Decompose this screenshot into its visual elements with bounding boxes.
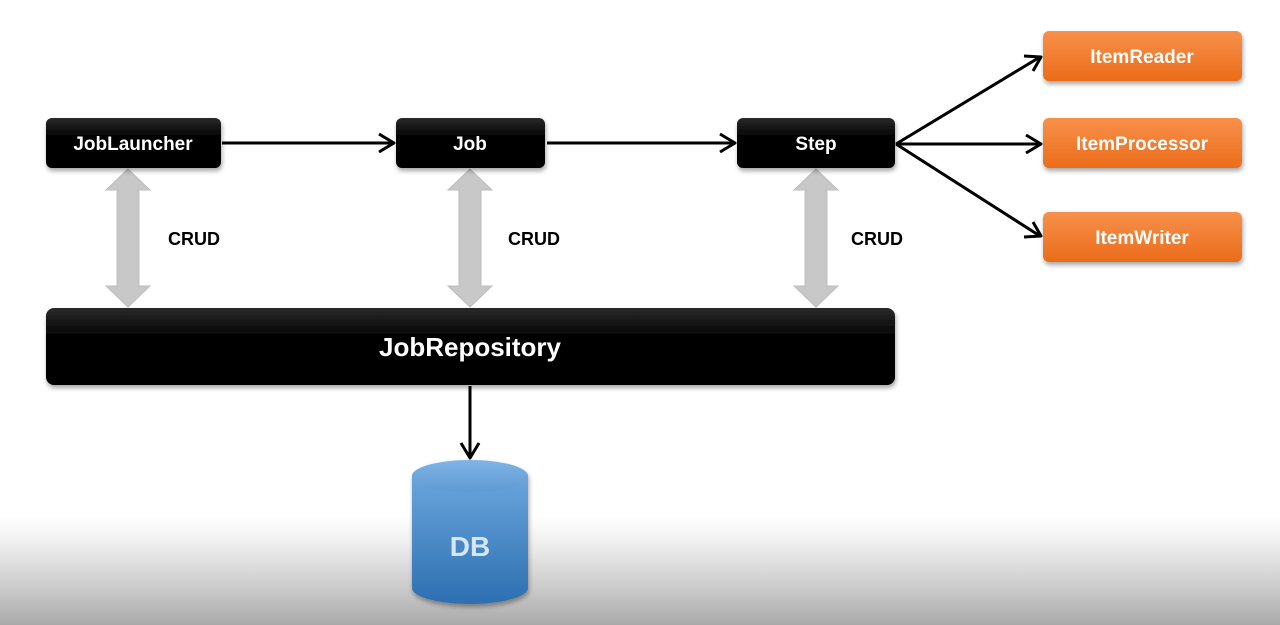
step-box <box>737 118 895 168</box>
db-node: DB <box>412 460 528 604</box>
arrow-step-to-writer <box>895 142 1041 238</box>
crud-label-job: CRUD <box>508 229 560 249</box>
arrow-repository-to-db-head <box>459 442 481 460</box>
arrow-job-to-step-head <box>719 132 737 154</box>
job-label: Job <box>453 134 487 155</box>
flow-arrows <box>222 54 1043 460</box>
job-launcher-node: JobLauncher <box>46 118 221 168</box>
crud-arrow-step <box>792 168 840 308</box>
item-writer-box <box>1043 212 1242 262</box>
crud-arrows <box>104 168 840 308</box>
job-repository-box <box>46 308 895 385</box>
item-reader-node: ItemReader <box>1043 31 1242 81</box>
step-node: Step <box>737 118 895 168</box>
crud-label-launcher: CRUD <box>168 229 220 249</box>
arrow-step-to-writer-head <box>1023 221 1043 239</box>
item-processor-label: ItemProcessor <box>1076 134 1209 155</box>
db-cylinder-body <box>412 476 528 604</box>
item-writer-node: ItemWriter <box>1043 212 1242 262</box>
crud-arrow-job <box>446 168 494 308</box>
db-label: DB <box>450 531 490 562</box>
arrow-step-to-reader <box>895 55 1041 146</box>
db-cylinder-top <box>412 460 528 492</box>
item-reader-label: ItemReader <box>1090 47 1194 68</box>
arrow-step-to-processor-head <box>1025 133 1043 155</box>
item-processor-node: ItemProcessor <box>1043 118 1242 168</box>
item-processor-box <box>1043 118 1242 168</box>
item-writer-label: ItemWriter <box>1095 228 1189 249</box>
step-label: Step <box>795 134 836 155</box>
item-reader-box <box>1043 31 1242 81</box>
arrow-step-to-reader-head <box>1023 54 1043 72</box>
crud-arrow-launcher <box>104 168 152 308</box>
job-box <box>396 118 545 168</box>
job-repository-node: JobRepository <box>46 308 895 385</box>
job-launcher-label: JobLauncher <box>73 134 193 155</box>
job-launcher-box <box>46 118 221 168</box>
arrow-launcher-to-job-head <box>378 132 396 154</box>
crud-label-step: CRUD <box>851 229 903 249</box>
job-repository-label: JobRepository <box>379 332 562 362</box>
job-node: Job <box>396 118 545 168</box>
